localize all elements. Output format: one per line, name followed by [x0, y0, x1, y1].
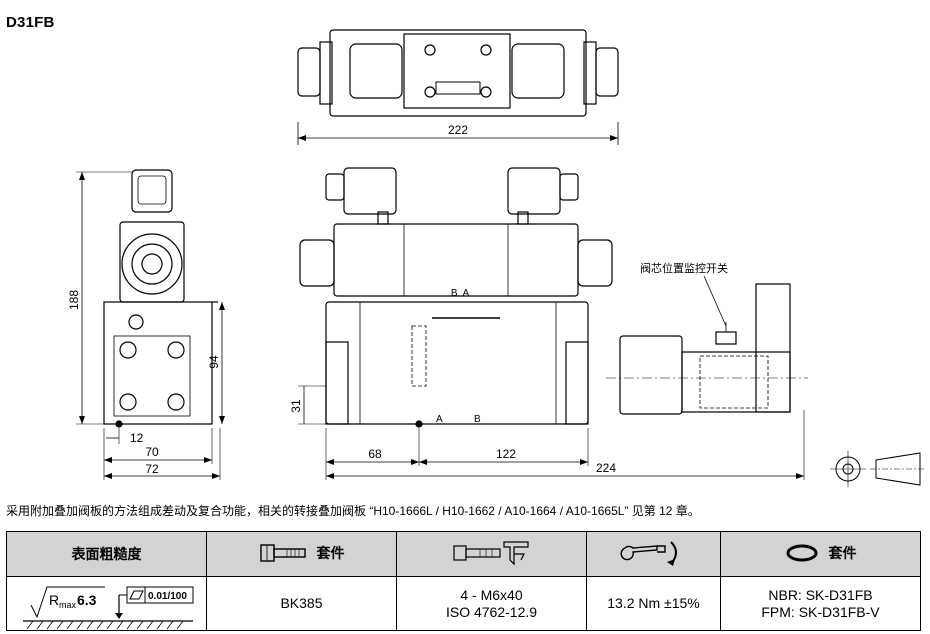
- front-view: B A A B 31 68 122 224: [289, 167, 805, 480]
- cell-seal-kit: NBR: SK-D31FB FPM: SK-D31FB-V: [720, 576, 921, 631]
- side-view: 188 94 12 70 72: [67, 169, 225, 480]
- cell-bolt-kit: BK385: [206, 576, 397, 631]
- roughness-r: R: [49, 592, 59, 608]
- dim-224: 224: [596, 461, 616, 475]
- dim-188: 188: [67, 290, 81, 310]
- spec-table-row: R max 6.3 0.01/100 BK385 4 - M6x40 ISO 4…: [6, 576, 921, 631]
- bolt-icon: [259, 543, 306, 562]
- header-roughness: 表面粗糙度: [6, 531, 207, 577]
- flatness-value: 0.01/100: [148, 591, 187, 602]
- seal-nbr: NBR: SK-D31FB: [768, 586, 873, 603]
- dim-222: 222: [448, 123, 468, 137]
- o-ring-icon: [786, 544, 817, 561]
- spec-table: 表面粗糙度 套件: [6, 531, 921, 631]
- spec-table-header: 表面粗糙度 套件: [6, 531, 921, 577]
- roughness-symbol: R max 6.3 0.01/100: [22, 586, 193, 630]
- cell-torque: 13.2 Nm ±15%: [586, 576, 721, 631]
- dim-31: 31: [289, 399, 303, 413]
- technical-drawing: 222 188 94 12 70: [67, 29, 926, 487]
- dim-94: 94: [207, 355, 221, 369]
- header-bolt-tool: [396, 531, 587, 577]
- position-switch-view: 阀芯位置监控开关: [606, 261, 808, 415]
- port-b: B: [474, 414, 481, 425]
- port-label-ba: B A: [451, 288, 470, 299]
- projection-symbol: [830, 451, 926, 487]
- dim-68: 68: [368, 447, 382, 461]
- roughness-value: 6.3: [77, 592, 97, 608]
- header-seal-kit: 套件: [720, 531, 921, 577]
- bolt-spec-line-2: ISO 4762-12.9: [445, 603, 538, 620]
- torque-wrench-icon: [620, 540, 677, 566]
- seal-fpm: FPM: SK-D31FB-V: [761, 603, 880, 620]
- dim-122: 122: [496, 447, 516, 461]
- cell-roughness: R max 6.3 0.01/100: [6, 576, 207, 631]
- callout-position-switch: 阀芯位置监控开关: [640, 261, 728, 275]
- bolt-caliper-icon: [452, 540, 529, 565]
- dim-70: 70: [145, 445, 159, 459]
- dim-12: 12: [130, 431, 144, 445]
- note-text: 采用附加叠加阀板的方法组成差动及复合功能，相关的转接叠加阀板 “H10-1666…: [6, 504, 700, 518]
- dim-72: 72: [145, 462, 159, 476]
- top-view: 222: [297, 29, 619, 145]
- header-torque: [586, 531, 721, 577]
- roughness-max: max: [59, 600, 77, 610]
- bolt-spec-line-1: 4 - M6x40: [460, 586, 523, 603]
- drawing-title: D31FB: [6, 14, 55, 31]
- cell-bolt-spec: 4 - M6x40 ISO 4762-12.9: [396, 576, 587, 631]
- port-a: A: [436, 414, 443, 425]
- header-bolt-kit: 套件: [206, 531, 397, 577]
